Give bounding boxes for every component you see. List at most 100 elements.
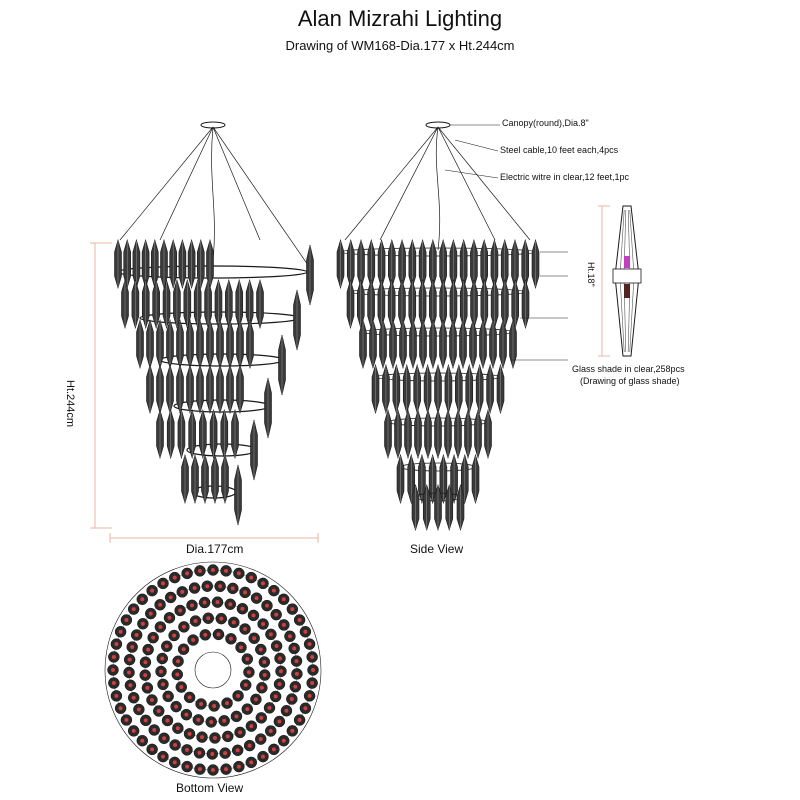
shade-bottom-center	[161, 581, 165, 586]
shade-bottom-center	[239, 645, 244, 650]
shade-bottom-center	[211, 768, 215, 772]
shade-bottom-center	[247, 743, 252, 748]
shade-bottom-center	[268, 632, 273, 637]
shade-bottom-center	[156, 709, 161, 714]
electric-wire	[435, 126, 441, 251]
shade-bottom-center	[111, 681, 116, 686]
shade-bottom-center	[240, 606, 245, 611]
shade-bottom-center	[136, 707, 141, 712]
shade-bottom-center	[197, 750, 202, 755]
shade-bottom-center	[111, 668, 115, 672]
shade-bottom-center	[150, 588, 155, 593]
steel-cable	[437, 126, 531, 241]
shade-bottom-center	[281, 597, 286, 602]
bulb-socket	[624, 284, 630, 298]
shade-bottom-center	[189, 603, 194, 608]
shade-bottom-center	[149, 697, 154, 702]
shade-bottom-center	[243, 590, 248, 595]
shade-bottom-center	[254, 596, 259, 601]
shade-bottom-center	[303, 706, 308, 711]
steel-cable	[344, 126, 439, 241]
callout-line	[444, 169, 499, 179]
shade-bottom-center	[264, 603, 269, 608]
shade-bottom-center	[268, 729, 273, 734]
shade-bottom-center	[185, 764, 190, 769]
shade-bottom-center	[196, 717, 201, 722]
steel-cable	[212, 126, 311, 269]
shade-bottom-center	[168, 595, 173, 600]
shade-bottom-center	[215, 600, 220, 605]
shade-bottom-center	[172, 760, 177, 765]
shade-bottom-center	[293, 684, 298, 689]
shade-bottom-center	[294, 671, 299, 676]
shade-bottom-center	[224, 568, 229, 573]
shade-bottom-center	[287, 634, 292, 639]
shade-bottom-center	[143, 673, 148, 678]
shade-bottom-center	[238, 730, 243, 735]
shade-bottom-center	[184, 747, 189, 752]
shade-bottom-center	[228, 636, 233, 641]
shade-bottom-center	[187, 695, 192, 700]
shade-bottom-center	[191, 638, 196, 643]
bulb-accent	[624, 256, 630, 268]
shade-bottom-center	[152, 728, 157, 733]
cable-callout: Steel cable,10 feet each,4pcs	[500, 145, 619, 155]
shade-bottom-center	[197, 767, 202, 772]
tier-ring	[350, 287, 526, 297]
glass-shade-drawing	[598, 205, 642, 357]
shade-bottom-center	[224, 767, 229, 772]
shade-bottom-center	[128, 683, 133, 688]
shade-bottom-center	[271, 588, 276, 593]
shade-bottom-center	[127, 670, 132, 675]
shade-bottom-center	[273, 694, 278, 699]
shade-bottom-center	[148, 611, 153, 616]
steel-cable	[119, 126, 214, 241]
shade-bottom-center	[236, 571, 241, 576]
shade-bottom-center	[243, 683, 248, 688]
bottom-view-caption: Bottom View	[176, 781, 244, 795]
bottom-view-drawing	[104, 561, 322, 779]
shade-bottom-center	[206, 616, 211, 621]
shade-callout: Glass shade in clear,258pcs	[572, 364, 685, 374]
shade-bottom-center	[185, 571, 190, 576]
page-subtitle: Drawing of WM168-Dia.177 x Ht.244cm	[285, 38, 515, 53]
shade-bottom-center	[228, 602, 233, 607]
shade-bottom-center	[267, 705, 272, 710]
shade-bottom-center	[246, 670, 251, 675]
shade-bottom-center	[259, 685, 264, 690]
shade-bottom-center	[127, 657, 132, 662]
shade-bottom-center	[159, 669, 164, 674]
shade-bottom-center	[199, 701, 204, 706]
shade-bottom-center	[231, 620, 236, 625]
electric-wire	[211, 126, 215, 261]
shade-bottom-center	[131, 728, 136, 733]
shade-bottom-center	[211, 568, 215, 572]
shade-bottom-center	[124, 618, 129, 622]
shade-bottom-center	[165, 718, 170, 723]
shade-bottom-center	[143, 718, 148, 723]
shade-bottom-center	[140, 621, 145, 626]
shade-bottom-center	[166, 694, 171, 699]
shade-bottom-center	[277, 682, 282, 687]
shade-bottom-center	[161, 682, 166, 687]
shade-bottom-center	[307, 693, 312, 698]
shade-bottom-center	[259, 715, 264, 720]
shade-bottom-center	[143, 660, 148, 665]
shade-bottom-center	[174, 704, 179, 709]
dimension-lines	[90, 242, 319, 543]
bottom-outline	[104, 561, 322, 779]
shade-bottom-center	[192, 586, 197, 591]
shade-bottom-center	[218, 584, 223, 589]
shade-bottom-center	[290, 607, 295, 612]
shade-bottom-center	[277, 719, 282, 724]
shade-bottom-center	[180, 589, 185, 594]
shade-bottom-center	[236, 764, 241, 769]
shade-bottom-center	[111, 654, 116, 659]
shade-bottom-center	[146, 647, 151, 652]
shade-bottom-center	[178, 608, 183, 613]
shade-bottom-center	[307, 642, 312, 647]
shade-bottom-center	[202, 600, 207, 605]
shade-bottom-center	[124, 718, 129, 722]
shade-bottom-center	[118, 629, 123, 634]
